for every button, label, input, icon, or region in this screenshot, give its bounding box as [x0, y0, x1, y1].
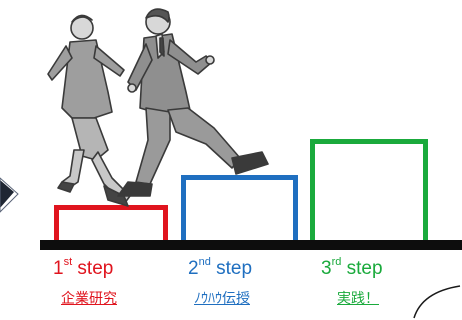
step1-label: 1st step — [53, 256, 114, 280]
two-business-people-running-up-steps-icon — [47, 8, 269, 207]
step3-label: 3rd step — [321, 256, 383, 280]
step3-sublabel: 実践！ — [337, 291, 379, 307]
step1-sublabel: 企業研究 — [61, 291, 117, 307]
ground-bar — [40, 240, 462, 250]
dark-corner-shape — [0, 177, 19, 213]
step1-box — [54, 205, 168, 241]
step2-box — [181, 175, 298, 241]
speech-bubble-edge — [413, 285, 461, 319]
step2-sublabel: ﾉｳﾊｳ伝授 — [194, 291, 250, 307]
step2-label: 2nd step — [188, 256, 253, 280]
step3-box — [310, 139, 428, 241]
